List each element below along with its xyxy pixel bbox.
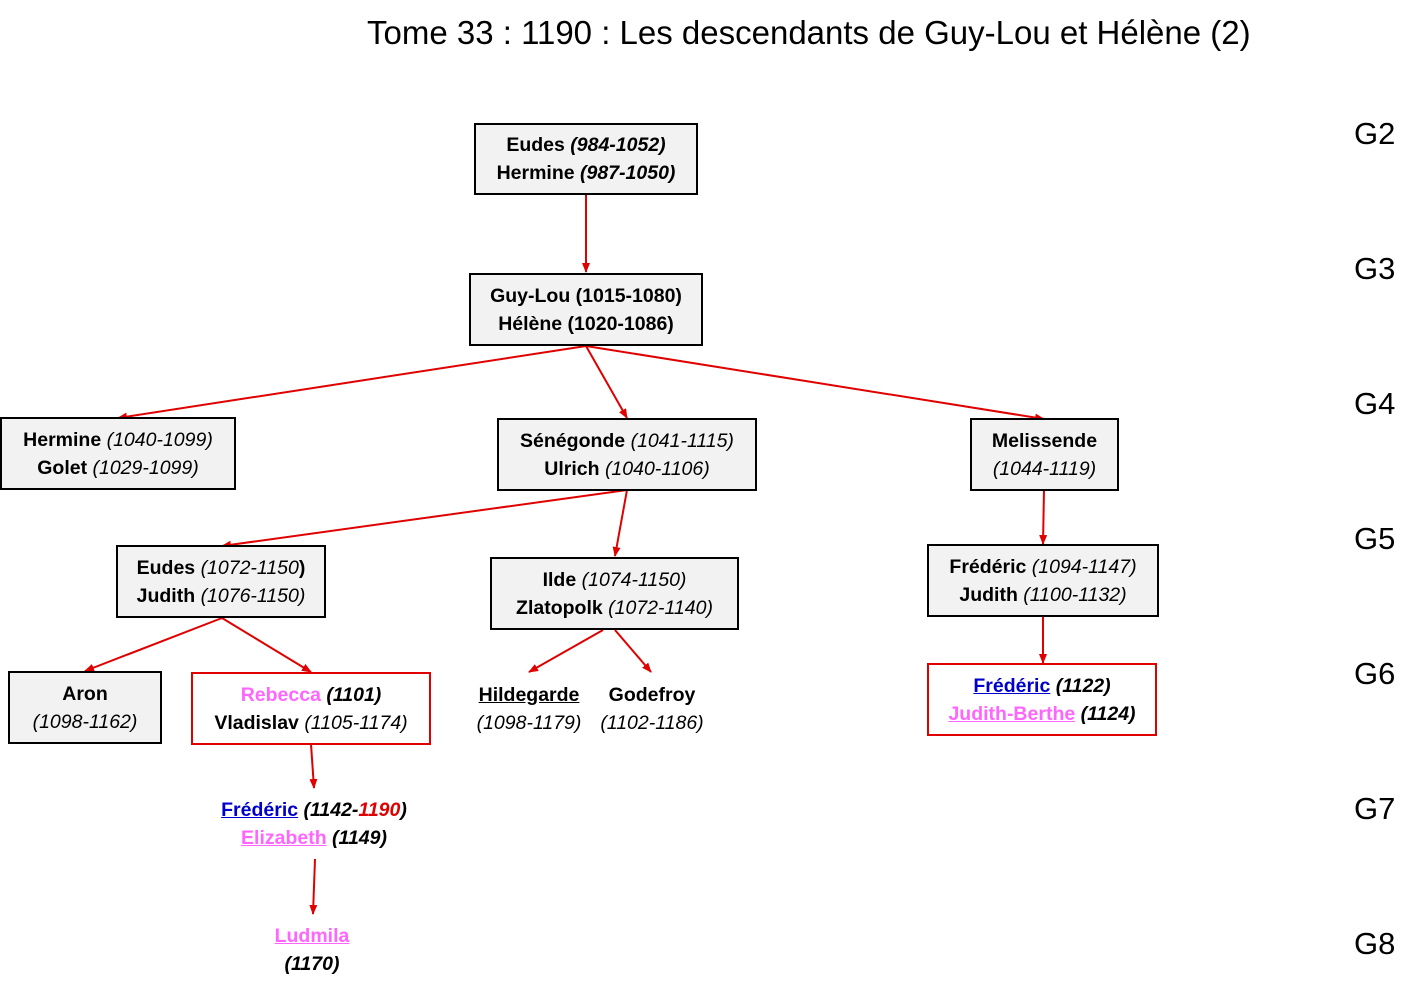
node-ludmila: Ludmila (1170) [252,914,372,986]
node-dates: (1029-1099) [92,456,199,479]
node-dates: (1170) [284,953,340,975]
arrow-melissende-to-frederic-judith [1039,489,1048,545]
node-name: Judith-Berthe [948,702,1076,725]
node-name: Elizabeth [241,827,327,849]
node-frederic-judith: Frédéric (1094-1147) Judith (1100-1132) [927,544,1159,617]
generation-label-g8: G8 [1354,926,1396,961]
generation-label-g6: G6 [1354,656,1396,691]
node-name: Ilde [542,568,577,591]
node-dates: (1040-1106) [604,457,710,480]
node-name: Judith [136,584,196,607]
node-dates: (1041-1115) [630,429,734,452]
node-name: Hildegarde [478,683,580,706]
node-dates: (1040-1099) [106,428,213,451]
node-name: Golet [37,456,88,479]
node-name: Eudes [506,134,565,156]
node-melissende: Melissende (1044-1119) [970,418,1119,491]
node-name: Zlatopolk [516,596,603,619]
arrow-g3-to-senegonde-ulrich [585,345,628,419]
node-dates: (1098-1162) [32,710,138,733]
node-dates: (1105-1174) [304,711,408,734]
generation-label-g5: G5 [1354,521,1396,556]
node-godefroy: Godefroy (1102-1186) [590,672,714,745]
node-dates: (1072-1140) [608,596,713,619]
arrow-senegonde-to-eudes-judith [221,489,628,549]
node-dates: (1122) [1055,674,1111,697]
node-dates: (1094-1147) [1031,555,1137,578]
arrow-g3-to-hermine-golet [117,345,587,421]
generation-label-g7: G7 [1354,791,1396,826]
node-eudes-judith: Eudes (1072-1150) Judith (1076-1150) [116,545,326,618]
generation-label-g4: G4 [1354,386,1396,421]
node-dates: (1102-1186) [600,711,704,734]
node-name: Ulrich [544,457,600,480]
node-name: Frédéric [221,799,299,821]
arrow-eudes-to-rebecca [221,617,312,673]
arrow-frederic-to-ludmila [309,858,318,915]
node-name: Vladislav [214,711,299,734]
arrow-senegonde-to-ilde-zlatopolk [612,489,628,557]
node-name: Hermine [496,162,575,184]
page-title: Tome 33 : 1190 : Les descendants de Guy-… [367,14,1251,51]
node-dates-close: ) [400,799,407,821]
node-name: Aron [62,682,108,705]
node-line: Hélène (1020-1086) [498,312,674,335]
node-line: Guy-Lou (1015-1080) [490,284,682,307]
node-death-year: 1190 [358,799,401,821]
node-ilde-zlatopolk: Ilde (1074-1150) Zlatopolk (1072-1140) [490,557,739,630]
node-name: Rebecca [240,683,321,706]
node-frederic-judithberthe: Frédéric (1122) Judith-Berthe (1124) [927,663,1157,736]
node-dates: (1100-1132) [1023,583,1127,606]
arrow-g3-to-melissende [585,345,1045,422]
node-hildegarde: Hildegarde (1098-1179) [466,672,592,745]
generation-label-g2: G2 [1354,116,1396,151]
node-name: Sénégonde [520,429,626,452]
node-eudes-hermine: Eudes (984-1052) Hermine (987-1050) [474,123,698,195]
node-hermine-golet: Hermine (1040-1099) Golet (1029-1099) [0,417,236,490]
node-dates: (1076-1150) [200,584,306,607]
node-name: Hermine [23,428,102,451]
node-dates: (987-1050) [580,162,676,184]
node-dates: (1149) [332,827,387,849]
node-dates: (1072-1150 [200,556,299,579]
node-name: Godefroy [608,683,696,706]
node-dates: (1142- [303,799,359,821]
node-name: Ludmila [274,925,350,947]
arrow-rebecca-to-frederic [309,743,318,789]
node-dates: (1044-1119) [992,457,1097,480]
node-frederic-elizabeth: Frédéric (1142-1190) Elizabeth (1149) [196,788,432,860]
node-name: Eudes [136,556,196,579]
arrow-ilde-to-godefroy [614,629,652,673]
node-senegonde-ulrich: Sénégonde (1041-1115) Ulrich (1040-1106) [497,418,757,491]
arrow-eudes-to-aron [84,617,223,672]
node-dates-close: ) [298,556,306,579]
node-guylou-helene: Guy-Lou (1015-1080) Hélène (1020-1086) [469,273,703,346]
node-dates: (984-1052) [570,134,666,156]
node-dates: (1124) [1080,702,1136,725]
node-rebecca-vladislav: Rebecca (1101) Vladislav (1105-1174) [191,672,431,745]
node-dates: (1101) [326,683,382,706]
node-name: Frédéric [949,555,1027,578]
node-aron: Aron (1098-1162) [8,671,162,744]
generation-label-g3: G3 [1354,251,1396,286]
node-dates: (1098-1179) [476,711,582,734]
arrow-ilde-to-hildegarde [528,629,604,673]
node-name: Melissende [991,429,1098,452]
node-name: Frédéric [973,674,1051,697]
node-dates: (1074-1150) [581,568,687,591]
node-name: Judith [959,583,1018,606]
